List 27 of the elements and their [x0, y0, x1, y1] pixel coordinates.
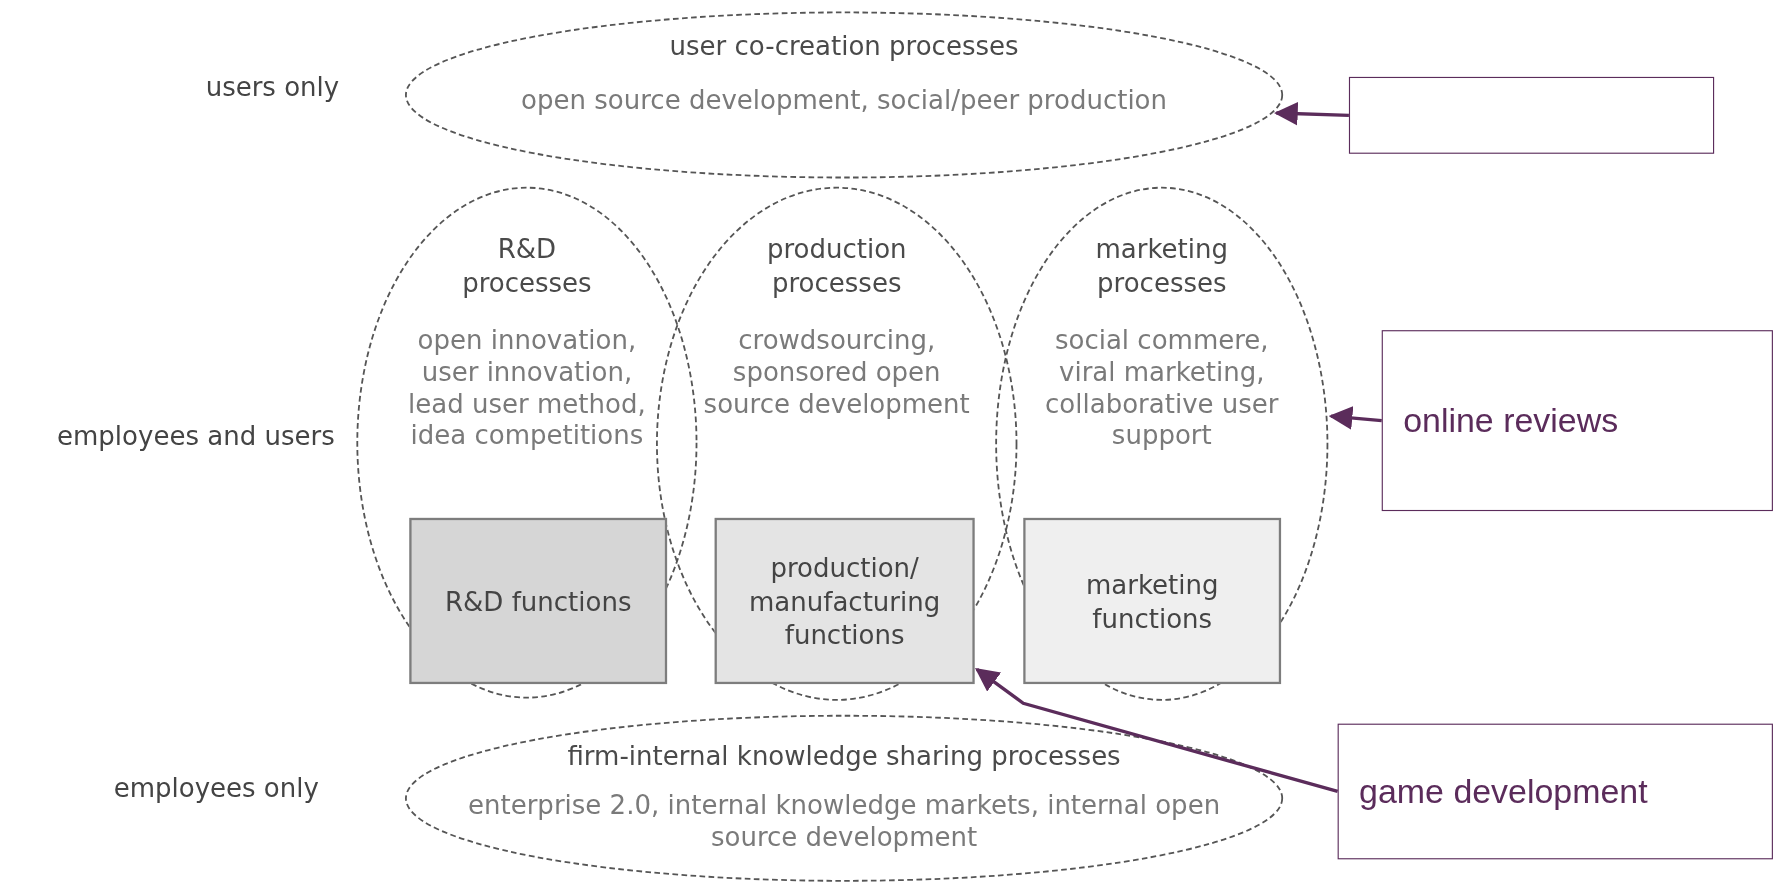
dashed-ellipse: [404, 714, 1284, 882]
process-heading: user co-creation processes: [669, 30, 1019, 64]
row-label: employees only: [113, 773, 319, 803]
row-label: employees and users: [57, 421, 335, 452]
callout-box: [1337, 723, 1773, 860]
arrow: [1328, 406, 1382, 430]
callout-box: [1381, 330, 1773, 512]
function-label: R&D functions: [445, 585, 632, 618]
dashed-ellipse: [404, 11, 1284, 179]
callout-text: game development: [1359, 771, 1648, 812]
process-examples: open source development, social/peer production: [521, 83, 1167, 116]
process-examples: social commere, viral marketing, collaborative user support: [1044, 324, 1280, 452]
row-label: users only: [205, 72, 340, 102]
process-heading: R&D processes: [461, 233, 593, 300]
function-label: production/ manufacturing functions: [748, 551, 942, 652]
callout-box: [1348, 76, 1715, 154]
process-heading: marketing processes: [1094, 233, 1230, 300]
process-examples: crowdsourcing, sponsored open source development: [702, 324, 971, 420]
process-heading: production processes: [765, 233, 908, 300]
arrow: [975, 667, 1339, 794]
process-examples: open innovation, user innovation, lead user method, idea competitions: [407, 324, 647, 452]
dashed-ellipse: [655, 186, 1018, 702]
function-label: marketing functions: [1084, 568, 1220, 635]
arrow: [1273, 101, 1349, 126]
callout-text: online reviews: [1403, 400, 1619, 441]
process-heading: firm-internal knowledge sharing processes: [567, 740, 1121, 774]
process-examples: enterprise 2.0, internal knowledge markets, internal open source development: [467, 789, 1222, 853]
